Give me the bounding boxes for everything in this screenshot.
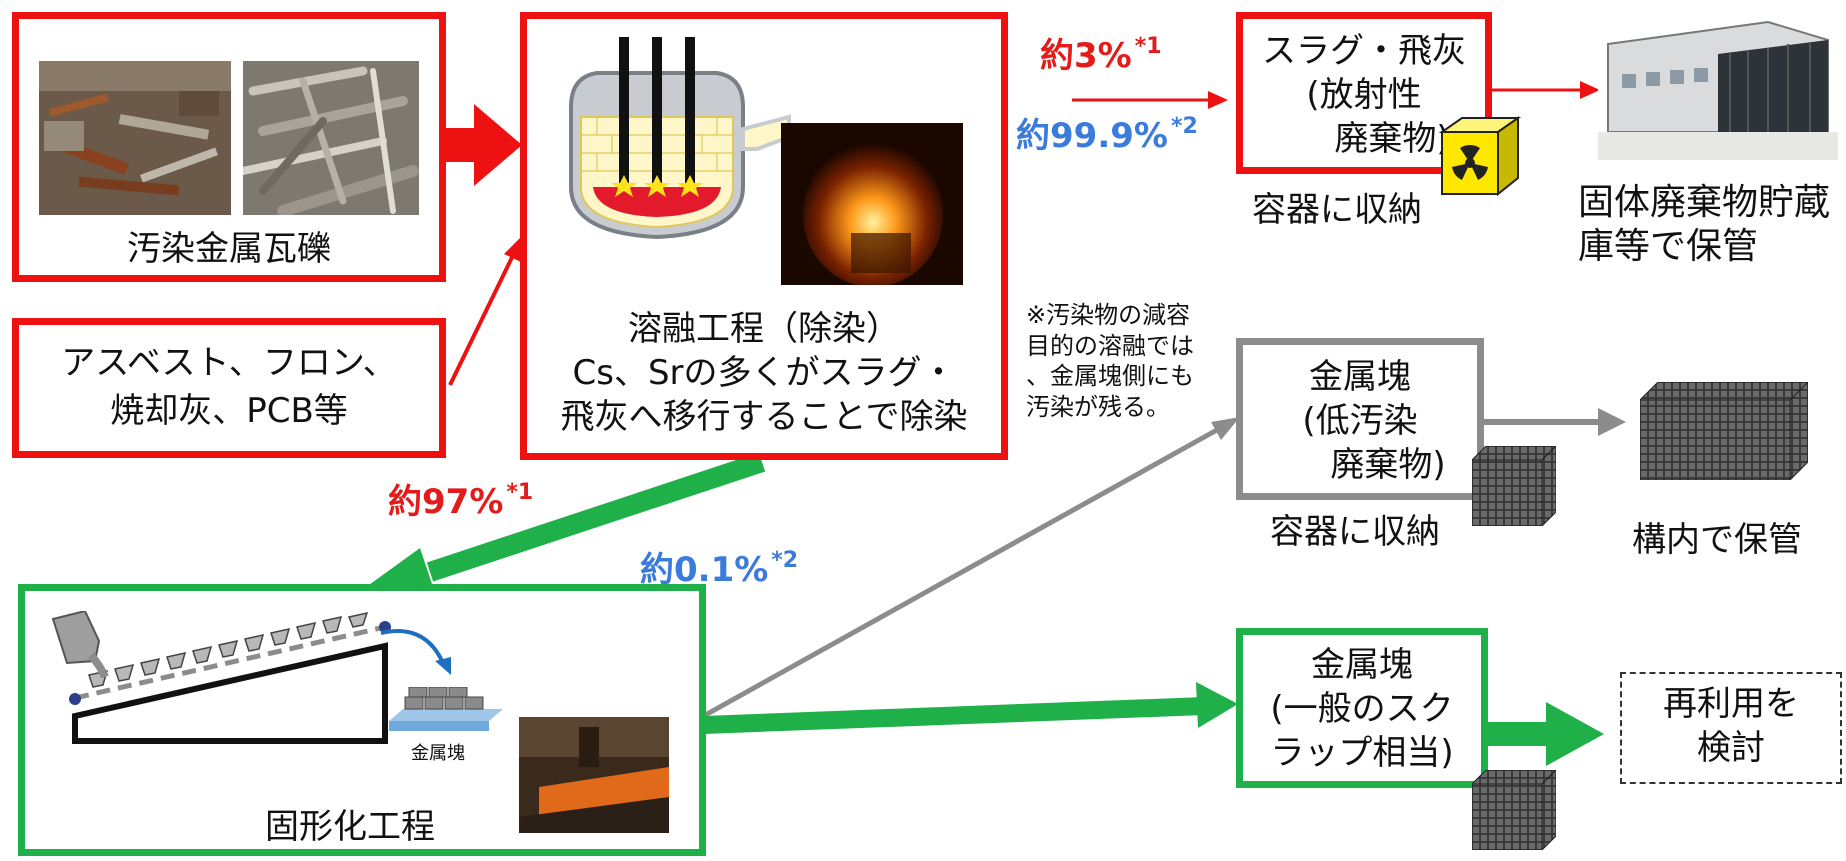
ingot-label: 金属塊	[411, 743, 465, 764]
pct-slag-red-mark: *1	[1134, 34, 1162, 59]
casting-photo	[519, 717, 669, 833]
storage-line1: 固体廃棄物貯蔵	[1578, 182, 1831, 223]
furnace-photo	[781, 123, 963, 285]
transfer-curve-arrow	[380, 629, 451, 675]
slag-line2: (放射性	[1306, 75, 1422, 115]
onsite-storage-label: 構内で保管	[1632, 520, 1802, 560]
casting-machine-illustration	[51, 611, 391, 744]
arrow-scrap-to-reuse	[1488, 702, 1604, 766]
stacked-ingots-icon	[1640, 382, 1808, 480]
note-line4: 汚染が残る。	[1026, 393, 1170, 422]
other-waste-box: アスベスト、フロン、 焼却灰、PCB等	[12, 318, 446, 458]
melting-process-box: 溶融工程（除染） Cs、Srの多くがスラグ・ 飛灰へ移行することで除染	[520, 12, 1008, 460]
note-line1: ※汚染物の減容	[1026, 301, 1191, 329]
note-line2: 目的の溶融では	[1026, 331, 1194, 360]
storage-facility-photo	[1598, 14, 1838, 160]
pct-metal-blue-mark: *2	[771, 548, 799, 573]
scrap-line3: ラップ相当)	[1270, 733, 1454, 773]
melting-line3: 飛灰へ移行することで除染	[560, 397, 968, 437]
furnace-illustration	[569, 37, 791, 240]
pct-slag-red: 約3%*1	[1040, 28, 1162, 77]
pct-slag-blue: 約99.9%*2	[1016, 108, 1198, 157]
slag-line3: 廃棄物)	[1334, 119, 1450, 159]
melting-line2: Cs、Srの多くがスラグ・	[572, 353, 956, 393]
storage-line2: 庫等で保管	[1578, 226, 1759, 267]
pct-metal-red-mark: *1	[506, 480, 534, 505]
rubble-photo-2	[243, 61, 419, 215]
slag-container-label: 容器に収納	[1252, 190, 1422, 230]
ingot-cube-icon-scrap	[1472, 770, 1556, 850]
arrow-solidification-to-lowwaste	[698, 417, 1240, 721]
scrap-equivalent-box: 金属塊 (一般のスク ラップ相当)	[1236, 628, 1488, 788]
arrow-slag-to-storage	[1492, 81, 1600, 99]
contamination-note: ※汚染物の減容 目的の溶融では 、金属塊側にも 汚染が残る。	[1026, 300, 1194, 423]
pct-metal-blue-value: 約0.1%	[640, 550, 769, 590]
pct-metal-blue: 約0.1%*2	[640, 542, 798, 591]
pct-metal-red: 約97%*1	[388, 474, 533, 523]
scrap-line1: 金属塊	[1311, 645, 1413, 685]
melting-line1: 溶融工程（除染）	[628, 309, 900, 349]
solidification-label: 固形化工程	[265, 807, 435, 847]
scrap-line2: (一般のスク	[1270, 689, 1454, 729]
arrow-lowwaste-to-onsite	[1484, 408, 1626, 436]
pct-metal-red-value: 約97%	[388, 482, 504, 522]
arrow-rubble-to-melting	[446, 104, 522, 186]
lowwaste-line3: 廃棄物)	[1330, 445, 1446, 485]
rubble-photo-1	[39, 61, 231, 215]
arrow-solidification-to-scrap	[704, 682, 1238, 734]
reuse-line2: 検討	[1697, 728, 1765, 768]
metal-ingot-stack-icon	[389, 687, 503, 731]
ingot-cube-icon-lowwaste	[1472, 446, 1556, 526]
other-waste-line2: 焼却灰、PCB等	[110, 391, 348, 431]
low-contamination-box: 金属塊 (低汚染 廃棄物)	[1236, 338, 1484, 500]
pct-slag-blue-value: 約99.9%	[1016, 116, 1168, 156]
other-waste-line1: アスベスト、フロン、	[61, 343, 397, 383]
metal-rubble-box: 汚染金属瓦礫	[12, 12, 446, 282]
metal-rubble-label: 汚染金属瓦礫	[127, 229, 331, 269]
lowwaste-container-label: 容器に収納	[1270, 512, 1440, 552]
lowwaste-line2: (低汚染	[1302, 401, 1418, 441]
solidification-box: 金属塊 固形化工程	[18, 584, 706, 856]
pct-slag-red-value: 約3%	[1040, 36, 1132, 76]
radioactive-container-icon	[1438, 116, 1522, 197]
slag-line1: スラグ・飛灰	[1262, 31, 1466, 71]
reuse-line1: 再利用を	[1663, 684, 1799, 724]
lowwaste-line1: 金属塊	[1309, 357, 1411, 397]
pct-slag-blue-mark: *2	[1170, 114, 1198, 139]
arrow-other-to-melting	[448, 236, 522, 386]
reuse-box: 再利用を 検討	[1620, 672, 1842, 784]
note-line3: 、金属塊側にも	[1026, 362, 1194, 391]
arrow-melting-to-slag	[1072, 91, 1228, 109]
